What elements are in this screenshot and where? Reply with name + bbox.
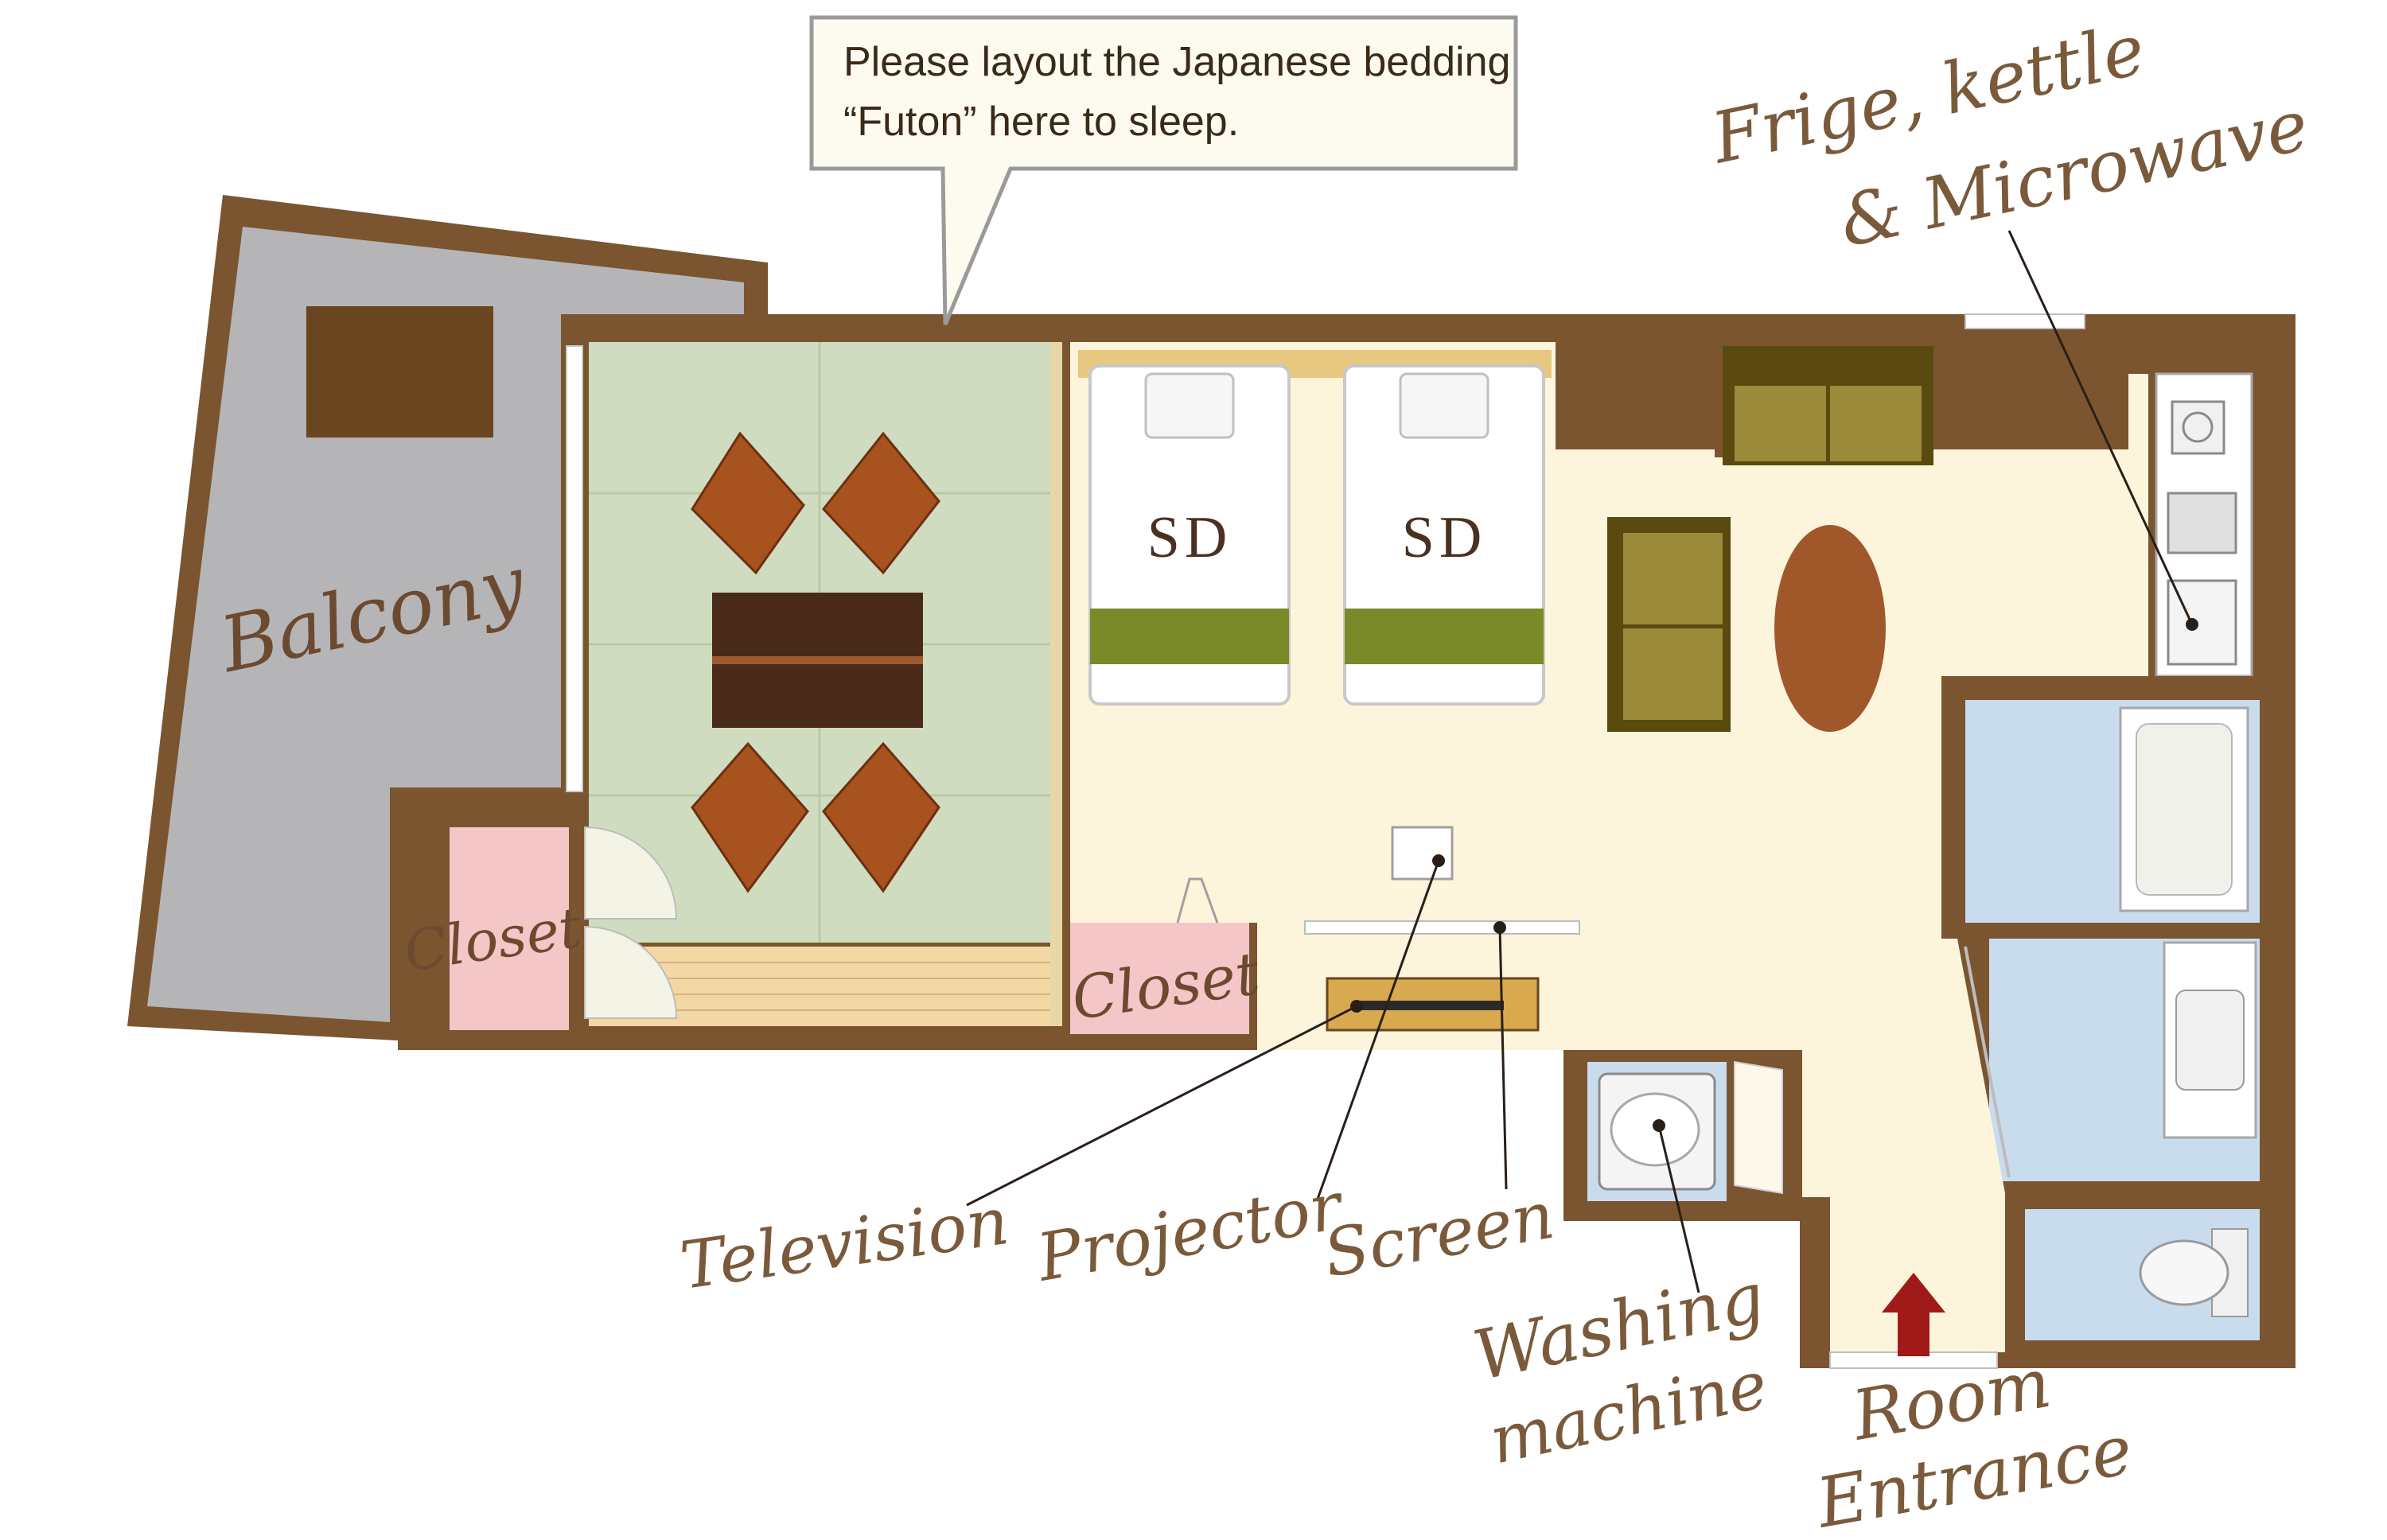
kitchenette [2155, 372, 2253, 678]
floor-chair [691, 741, 809, 893]
balcony-area: Balcony [127, 195, 768, 1050]
entrance-arrow [1882, 1273, 1945, 1356]
sofa-top [1723, 346, 1933, 465]
callout-line-1: Please layout the Japanese bedding [843, 39, 1510, 85]
projection-screen [1304, 920, 1580, 935]
dining-set [691, 431, 940, 893]
floor-chair [822, 741, 940, 893]
callout-line-2: “Futon” here to sleep. [843, 99, 1239, 145]
toilet [2139, 1239, 2229, 1306]
television-label: Television [676, 1184, 1014, 1305]
closet-left [450, 827, 569, 1030]
bed-2: SD [1343, 364, 1545, 706]
oval-table [1774, 525, 1886, 732]
balcony-unit [306, 306, 493, 438]
bed-1-label: SD [1147, 505, 1232, 570]
floor-chair [822, 431, 940, 575]
floor-chair [691, 431, 805, 575]
closet-right [1070, 923, 1249, 1034]
futon-callout: Please layout the Japanese bedding “Futo… [809, 15, 1518, 325]
screen-label: Screen [1318, 1178, 1560, 1293]
projector [1391, 826, 1454, 881]
projector-label: Projector [1030, 1168, 1350, 1297]
bed-1: SD [1088, 364, 1291, 706]
sofa-side [1607, 517, 1731, 732]
television [1353, 1001, 1504, 1010]
bed-2-label: SD [1402, 505, 1487, 570]
